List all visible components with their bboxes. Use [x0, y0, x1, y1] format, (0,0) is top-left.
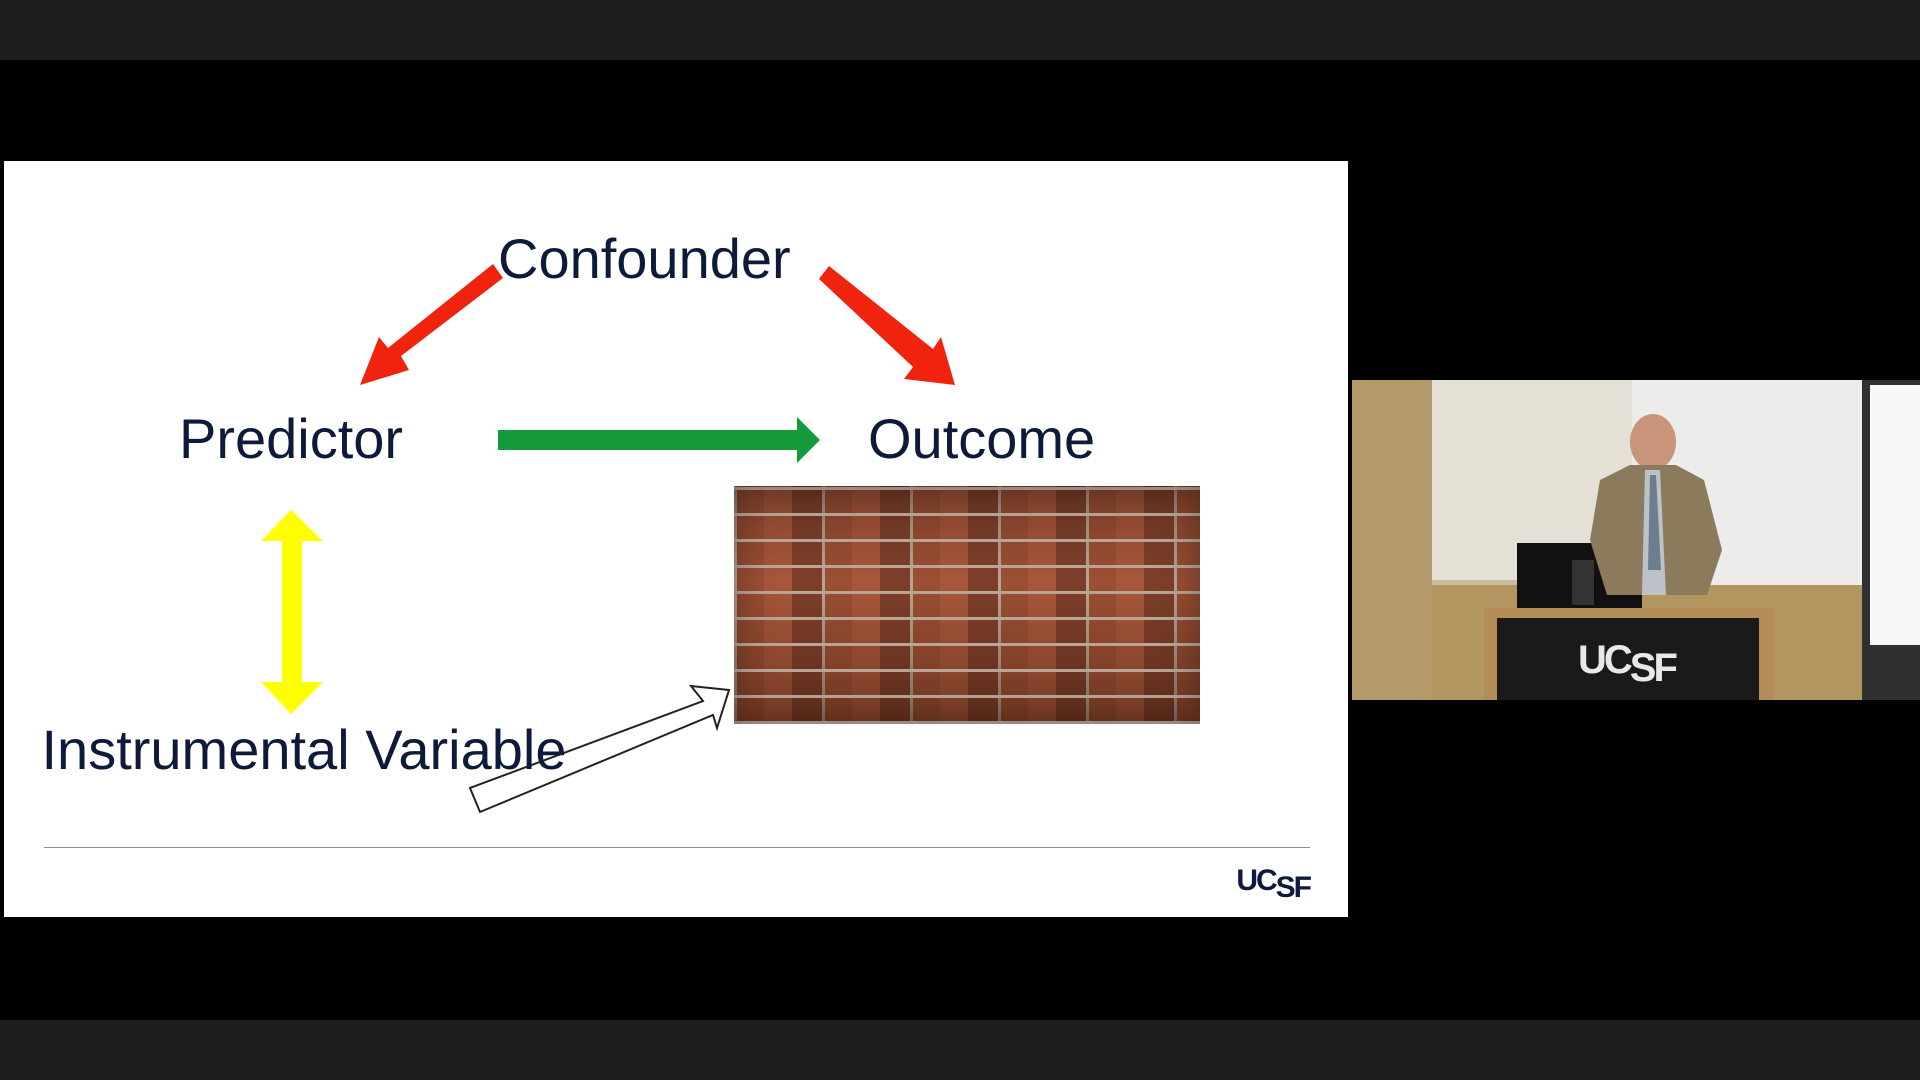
yellow-double-arrow: [261, 510, 323, 714]
shared-slide: Confounder Predictor Outcome Instrumenta…: [4, 161, 1348, 917]
outcome-label: Outcome: [868, 407, 1096, 470]
podium-ucsf-logo: UCSF: [1578, 638, 1678, 690]
hollow-arrow-instrument-to-wall: [468, 684, 731, 814]
red-arrow-confounder-to-outcome: [819, 266, 955, 385]
slide-divider: [44, 847, 1310, 848]
brick-wall-image: [734, 486, 1200, 724]
instrumental-variable-label: Instrumental Variable: [41, 718, 567, 781]
presenter-scene: [1352, 380, 1920, 700]
predictor-label: Predictor: [179, 407, 404, 470]
ucsf-logo: UCSF: [1236, 864, 1312, 904]
slide-arrows: [261, 264, 955, 814]
confounder-label: Confounder: [498, 227, 791, 290]
top-bar: [0, 0, 1920, 60]
presenter-video: UCSF: [1352, 380, 1920, 700]
bottom-bar: [0, 1020, 1920, 1080]
red-arrow-confounder-to-predictor: [360, 264, 503, 385]
green-arrow-predictor-to-outcome: [498, 417, 820, 463]
